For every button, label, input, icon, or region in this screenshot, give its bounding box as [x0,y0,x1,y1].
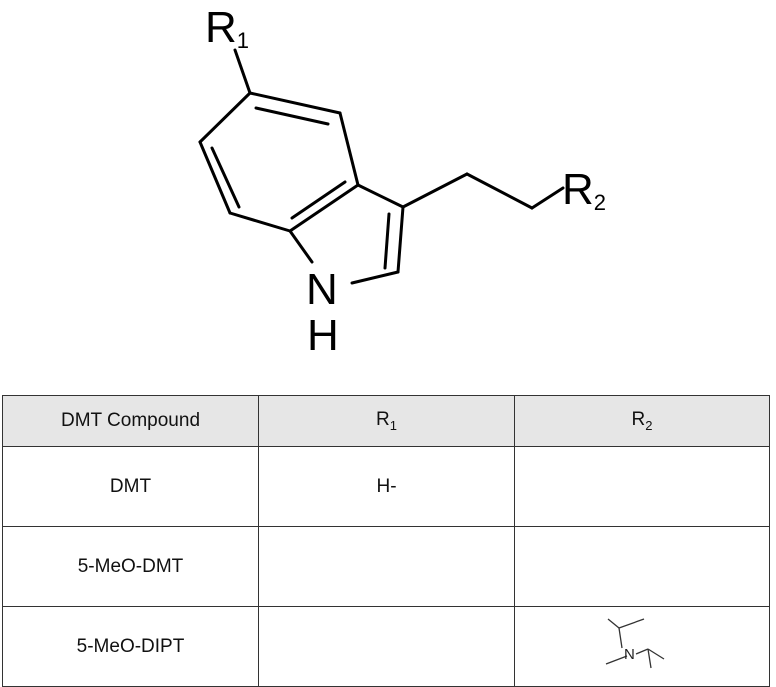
bond [198,91,252,144]
diisopropylamine-structure: N [605,617,665,668]
r2-cell [514,526,770,607]
bond [607,617,620,629]
bond [647,648,652,668]
bond [350,270,400,285]
bond [618,627,623,648]
r1-label: R1 [205,3,249,53]
r1-cell [258,606,515,687]
side-chain-bond [465,172,534,210]
bond [338,111,360,187]
double-bond-inner [383,212,391,270]
r1-cell: H- [258,446,515,527]
table-row: DMT H- [2,446,770,527]
side-chain-bond [401,172,469,209]
amine-nitrogen-label: N [624,646,635,663]
header-compound: DMT Compound [2,395,259,447]
hydrogen-atom-label: H [307,311,339,360]
bond [618,617,645,629]
r2-label: R2 [562,165,606,215]
skeleton-bonds [198,48,565,285]
r2-bond [530,186,565,210]
bond [396,205,405,274]
r1-bond [233,48,252,95]
bond [288,229,314,264]
tryptamine-structure: R1 R2 N H [198,3,606,360]
bond [635,647,649,655]
table-header-row: DMT Compound R1 R2 [2,395,770,447]
bond [288,183,360,233]
compound-name-cell: 5-MeO-DMT [2,526,259,607]
bond [248,91,342,115]
r2-cell: N [514,606,770,687]
table-row: 5-MeO-DMT [2,526,770,607]
compound-name-cell: 5-MeO-DIPT [2,606,259,687]
bond [356,183,405,209]
double-bond-inner [290,180,347,220]
bond [228,211,292,233]
table-row: 5-MeO-DIPT N [2,606,770,687]
header-r1-subscript: 1 [389,418,397,433]
nitrogen-atom-label: N [306,265,338,314]
compound-table: DMT Compound R1 R2 DMT H- 5-MeO-DMT 5-Me… [2,395,770,687]
r2-cell [514,446,770,527]
header-r2-subscript: 2 [645,418,653,433]
header-r2-letter: R [631,409,646,430]
double-bond-inner [254,106,330,126]
header-r2: R2 [514,395,770,447]
bond [647,647,665,660]
bond [605,654,628,665]
header-r1: R1 [258,395,515,447]
double-bond-inner [210,146,241,209]
compound-name-cell: DMT [2,446,259,527]
bond [198,140,232,215]
header-r1-letter: R [376,409,390,430]
r1-cell [258,526,515,607]
